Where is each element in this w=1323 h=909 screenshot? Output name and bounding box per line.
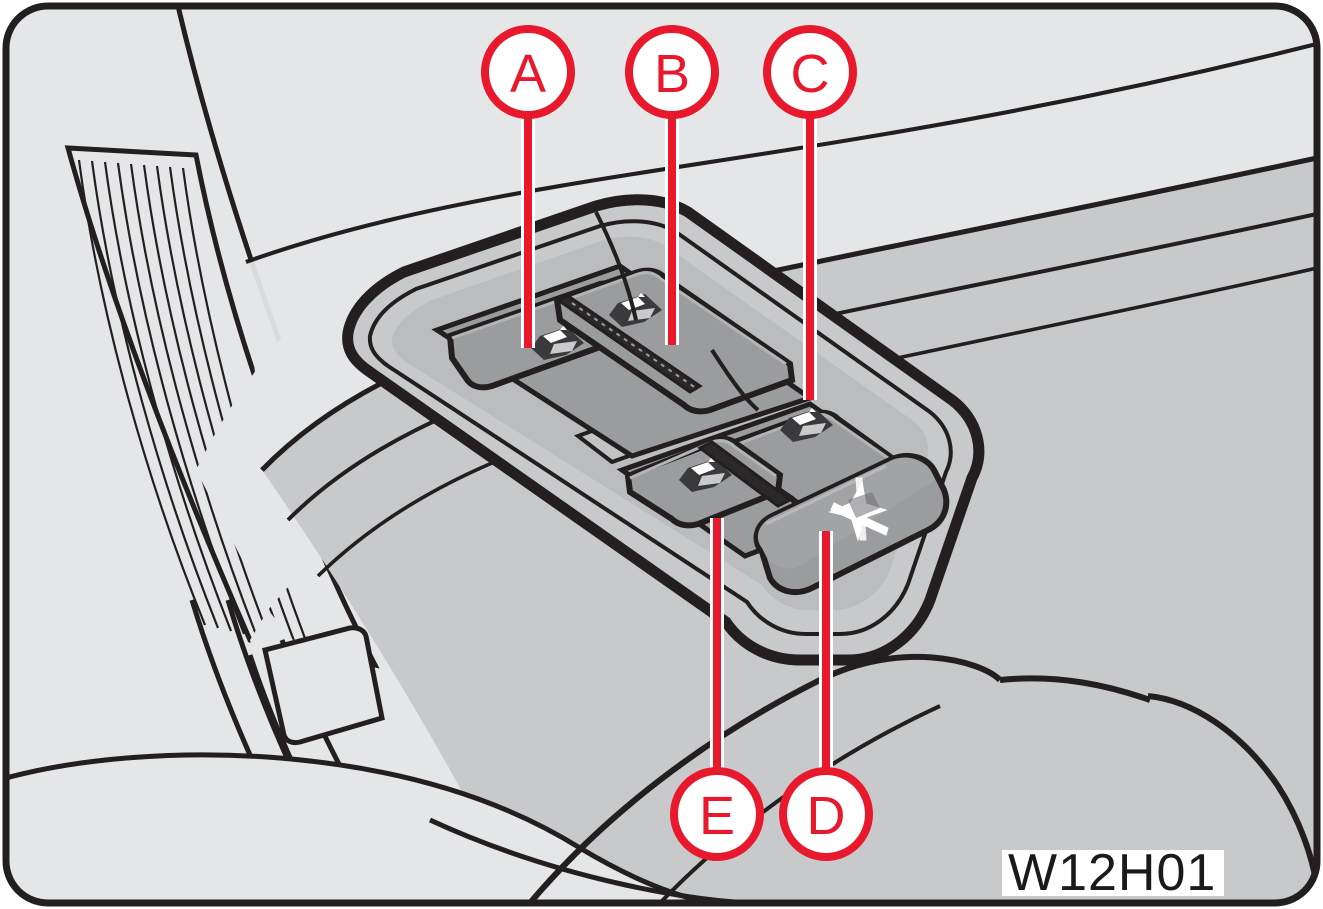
callout-bubble-e[interactable]: E — [670, 767, 764, 861]
callout-label-b: B — [654, 44, 690, 104]
callout-circle-e — [670, 767, 764, 861]
callout-circle-d — [779, 767, 873, 861]
door-light-band — [246, 44, 1317, 470]
rear-seat-sweep — [1147, 693, 1317, 887]
window-up-down-arrow-icon — [780, 408, 833, 442]
callout-label-a: A — [510, 44, 546, 104]
lockout-icon-recess — [848, 492, 880, 518]
armrest-lower-contour — [527, 653, 1003, 903]
rear-window-lockout-button[interactable] — [753, 452, 950, 596]
callout-label-c: C — [791, 44, 830, 104]
figure-code-text: W12H01 — [1008, 844, 1216, 902]
window-up-down-arrow-icon — [609, 293, 662, 327]
callout-circle-b — [625, 25, 719, 119]
callout-label-d: D — [807, 786, 846, 846]
front-switch-seam — [554, 294, 703, 394]
seat-cushion-edge — [6, 752, 721, 903]
panel-back-arc-1 — [594, 211, 638, 321]
callout-circle-c — [763, 25, 857, 119]
handle-recess — [262, 625, 385, 746]
callout-circle-a — [481, 25, 575, 119]
callout-bubble-d[interactable]: D — [779, 767, 873, 861]
front-switch-seam-detail — [571, 302, 701, 392]
callout-bubble-b[interactable]: B — [625, 25, 719, 119]
rear-seat-sweep-2 — [999, 675, 1151, 703]
window-up-down-arrow-icon — [531, 326, 584, 360]
rear-switch-seam — [697, 440, 793, 508]
lockout-button-edge-highlight — [765, 464, 887, 526]
panel-back-arc-2 — [710, 348, 760, 412]
switch-passenger-top-highlight — [559, 271, 787, 366]
callout-label-e: E — [699, 786, 735, 846]
armrest-far-edge-restroke — [245, 42, 1317, 264]
figure-code-box: W12H01 — [1002, 844, 1224, 902]
switch-rear-left-window[interactable] — [624, 435, 784, 529]
seat-cushion — [6, 756, 700, 903]
callout-bubble-a[interactable]: A — [481, 25, 575, 119]
figure-code-bg — [1002, 850, 1224, 896]
callout-bubble-c[interactable]: C — [763, 25, 857, 119]
window-up-down-arrow-icon — [679, 458, 732, 492]
